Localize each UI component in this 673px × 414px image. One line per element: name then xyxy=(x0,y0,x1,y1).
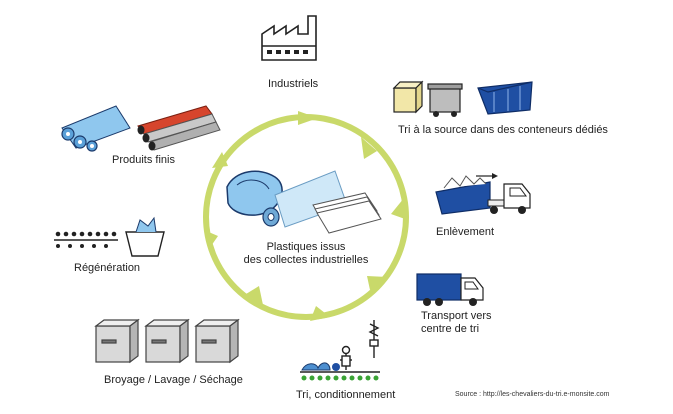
cycle-arrow xyxy=(212,152,228,168)
worker-figure xyxy=(340,345,352,370)
pellet-basket xyxy=(125,216,165,257)
regeneration-icon xyxy=(54,216,165,257)
center-label-line-2: des collectes industrielles xyxy=(243,254,369,266)
plastic-rolls-icon xyxy=(226,170,382,234)
sorting-conveyor xyxy=(300,362,380,381)
crusher-box-2 xyxy=(144,318,190,364)
grey-wheelie-bin-icon xyxy=(427,83,463,117)
blue-skip-container-icon xyxy=(477,81,533,115)
transport-truck-icon xyxy=(416,273,484,306)
step-transport-line-2: centre de tri xyxy=(421,323,480,335)
factory-icon xyxy=(261,15,317,61)
collection-truck-icon xyxy=(435,173,531,215)
source-credit: Source : http://les-chevaliers-du-tri.e-… xyxy=(455,391,610,398)
step-industriels: Industriels xyxy=(268,78,319,90)
step-regeneration: Régénération xyxy=(74,262,141,274)
cycle-arrow xyxy=(361,137,377,159)
film-rolls-left xyxy=(61,105,131,152)
machine-arm xyxy=(368,320,380,358)
cardboard-bin-icon xyxy=(392,80,424,114)
pellet-conveyor xyxy=(54,231,118,248)
step-transport: Transport vers centre de tri xyxy=(421,310,492,336)
cycle-arrow xyxy=(298,111,318,125)
cycle-arrow xyxy=(391,198,405,219)
crushing-boxes-icon xyxy=(94,318,240,364)
step-broyage: Broyage / Lavage / Séchage xyxy=(104,374,243,386)
cycle-arrow xyxy=(246,286,263,305)
center-label-line-1: Plastiques issus xyxy=(266,241,346,253)
cycle-arrow xyxy=(310,306,330,321)
center-label: Plastiques issus des collectes industrie… xyxy=(226,241,386,267)
crusher-box-3 xyxy=(194,318,240,364)
sorting-worker-icon xyxy=(300,320,380,381)
bin-icons xyxy=(392,80,533,117)
rolls-icon xyxy=(61,105,221,152)
pipe-rolls-right xyxy=(137,105,221,151)
step-produits-finis: Produits finis xyxy=(112,154,175,166)
crusher-box-1 xyxy=(94,318,140,364)
cycle-arrow xyxy=(204,230,218,249)
step-tri-conditionnement: Tri, conditionnement xyxy=(296,389,396,401)
step-enlevement: Enlèvement xyxy=(436,226,495,238)
step-tri-source: Tri à la source dans des conteneurs dédi… xyxy=(398,124,608,136)
step-transport-line-1: Transport vers xyxy=(421,310,492,322)
cycle-arrow xyxy=(367,276,388,290)
